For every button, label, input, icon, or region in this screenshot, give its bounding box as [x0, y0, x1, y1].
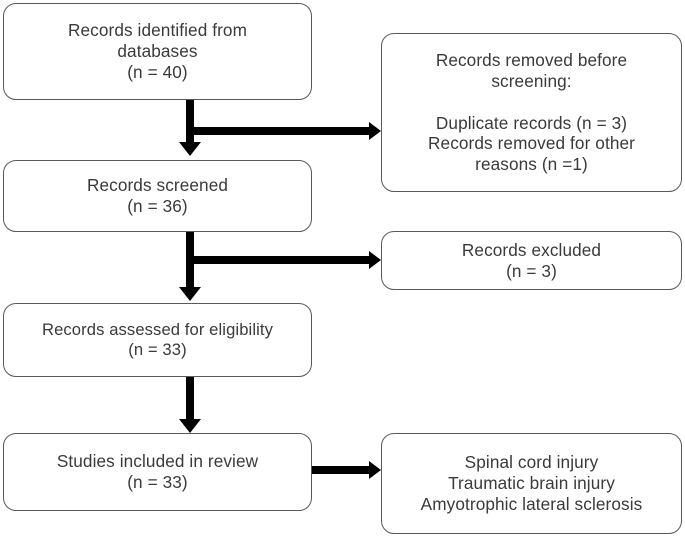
- connector-included-to-conditions-stem: [310, 466, 370, 474]
- node-studies-included-in-review: Studies included in review (n = 33): [3, 433, 312, 511]
- arrowhead-right-to-excluded: [369, 251, 381, 269]
- node-records-removed-before-screening-label: Records removed before screening: Duplic…: [428, 49, 635, 175]
- connector-identified-to-screened-stem: [186, 98, 194, 144]
- node-records-assessed-for-eligibility: Records assessed for eligibility (n = 33…: [3, 303, 312, 377]
- node-records-excluded-label: Records excluded (n = 3): [461, 239, 602, 281]
- connector-screened-to-excluded-stem: [190, 256, 370, 264]
- node-studies-included-in-review-label: Studies included in review (n = 33): [56, 451, 259, 492]
- arrowhead-down-to-screened: [179, 142, 201, 156]
- node-records-excluded: Records excluded (n = 3): [381, 231, 682, 290]
- node-conditions-list-label: Spinal cord injury Traumatic brain injur…: [420, 452, 643, 514]
- node-records-identified: Records identified from databases (n = 4…: [3, 3, 312, 100]
- arrowhead-right-to-removed: [369, 122, 381, 140]
- arrowhead-down-to-included: [179, 419, 201, 433]
- arrowhead-down-to-assessed: [179, 287, 201, 301]
- node-records-identified-label: Records identified from databases (n = 4…: [67, 20, 248, 82]
- node-conditions-list: Spinal cord injury Traumatic brain injur…: [381, 433, 682, 534]
- node-records-removed-before-screening: Records removed before screening: Duplic…: [381, 33, 682, 192]
- arrowhead-right-to-conditions: [369, 461, 381, 479]
- node-records-screened-label: Records screened (n = 36): [86, 175, 229, 216]
- connector-assessed-to-included-stem: [186, 375, 194, 421]
- connector-identified-to-removed-stem: [190, 127, 370, 135]
- node-records-screened: Records screened (n = 36): [3, 160, 312, 232]
- node-records-assessed-for-eligibility-label: Records assessed for eligibility (n = 33…: [42, 319, 273, 359]
